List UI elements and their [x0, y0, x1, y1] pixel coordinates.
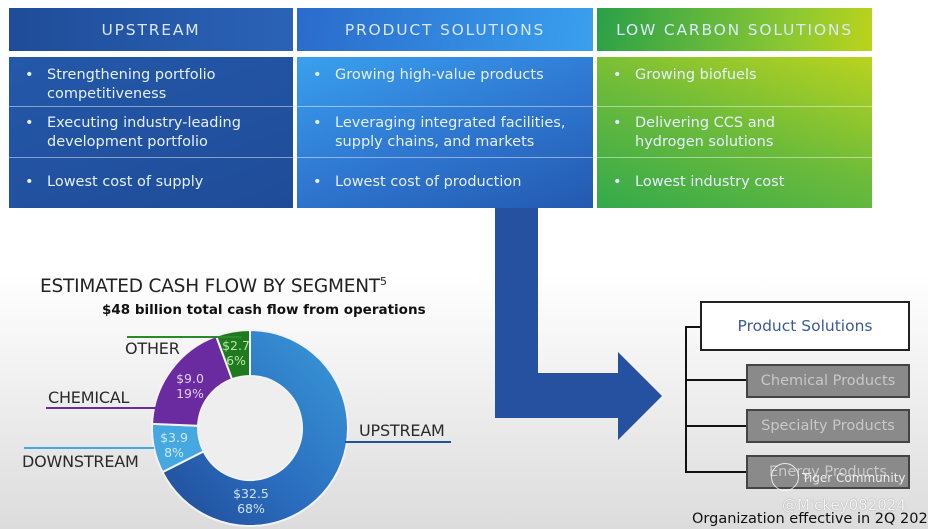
- row-divider: [9, 157, 872, 158]
- tiger-logo-icon: [771, 463, 799, 491]
- data-label-value: $9.0: [176, 371, 204, 386]
- pillar-header-label: UPSTREAM: [101, 20, 201, 39]
- bullet-text: Lowest industry cost: [635, 174, 785, 190]
- bullet-item: • Lowest cost of supply: [9, 173, 293, 192]
- bullet-icon: •: [313, 115, 322, 131]
- bullet-text: Executing industry-leading development p…: [47, 115, 241, 150]
- bullet-icon: •: [25, 115, 34, 131]
- pillar-header-upstream: UPSTREAM: [9, 8, 293, 51]
- bullet-text: Strengthening portfolio competitiveness: [47, 67, 216, 102]
- data-label-value: $32.5: [233, 486, 269, 501]
- org-connector-vertical: [685, 326, 687, 472]
- data-label-percent: 6%: [226, 353, 246, 368]
- bullet-item: • Strengthening portfolio competitiveness: [9, 66, 293, 104]
- data-label-value: $2.7: [222, 338, 250, 353]
- bullet-text: Lowest cost of supply: [47, 174, 204, 190]
- data-label-percent: 8%: [164, 445, 184, 460]
- bullet-icon: •: [613, 174, 622, 190]
- pillar-header-product-solutions: PRODUCT SOLUTIONS: [297, 8, 593, 51]
- org-connector: [685, 425, 747, 427]
- bullet-icon: •: [613, 67, 622, 83]
- pillar-header-low-carbon: LOW CARBON SOLUTIONS: [597, 8, 872, 51]
- bullet-icon: •: [25, 174, 34, 190]
- data-label-percent: 19%: [176, 386, 204, 401]
- footnote-marker: 5: [380, 275, 387, 288]
- bullet-item: • Leveraging integrated facilities, suppl…: [297, 114, 577, 152]
- donut-slice-other: [214, 328, 251, 381]
- pillar-header-label: PRODUCT SOLUTIONS: [344, 20, 546, 39]
- bullet-item: • Lowest cost of production: [297, 173, 593, 192]
- bullet-text: Lowest cost of production: [335, 174, 522, 190]
- bullet-text: Growing high-value products: [335, 67, 544, 83]
- org-connector: [685, 471, 747, 473]
- arrow-shape: [495, 208, 662, 440]
- segment-label-upstream: UPSTREAM: [359, 421, 445, 440]
- chart-title-text: ESTIMATED CASH FLOW BY SEGMENT: [40, 276, 381, 298]
- leader-line-other: [127, 336, 242, 338]
- donut-slice-upstream: [161, 328, 349, 527]
- pillar-body-product-solutions: [297, 57, 593, 208]
- org-connector: [685, 379, 747, 381]
- bullet-icon: •: [313, 174, 322, 190]
- bullet-icon: •: [613, 115, 622, 131]
- bullet-icon: •: [313, 67, 322, 83]
- bullet-item: • Growing biofuels: [597, 66, 872, 85]
- donut-hole: [199, 377, 301, 479]
- watermark-handle: @Mickey082024: [782, 496, 906, 514]
- pillar-body-upstream: [9, 57, 293, 208]
- data-label-value: $3.9: [160, 430, 188, 445]
- leader-line-chemical: [46, 407, 158, 409]
- org-connector: [685, 326, 701, 328]
- pillar-header-label: LOW CARBON SOLUTIONS: [616, 20, 853, 39]
- org-footnote: Organization effective in 2Q 202: [692, 511, 928, 527]
- data-label-percent: 68%: [237, 501, 265, 516]
- org-node-chemical-products: Chemical Products: [746, 364, 910, 398]
- segment-label-other: OTHER: [125, 339, 180, 358]
- segment-label-chemical: CHEMICAL: [48, 388, 130, 407]
- bullet-item: • Delivering CCS and hydrogen solutions: [597, 114, 797, 152]
- leader-line-downstream: [24, 447, 154, 449]
- bullet-item: • Growing high-value products: [297, 66, 593, 85]
- bullet-icon: •: [25, 67, 34, 83]
- org-node-product-solutions: Product Solutions: [700, 301, 910, 351]
- leader-line-upstream: [345, 441, 451, 443]
- row-divider: [9, 106, 872, 107]
- segment-label-downstream: DOWNSTREAM: [22, 452, 139, 471]
- watermark-brand: Tiger Community: [802, 471, 906, 485]
- bullet-text: Growing biofuels: [635, 67, 757, 83]
- bullet-text: Leveraging integrated facilities, supply…: [335, 115, 566, 150]
- bullet-text: Delivering CCS and hydrogen solutions: [635, 115, 775, 150]
- pillar-body-low-carbon: [597, 57, 872, 208]
- chart-title: ESTIMATED CASH FLOW BY SEGMENT5: [40, 275, 387, 297]
- bullet-item: • Lowest industry cost: [597, 173, 872, 192]
- bullet-item: • Executing industry-leading development …: [9, 114, 293, 152]
- org-node-specialty-products: Specialty Products: [746, 409, 910, 443]
- chart-subtitle: $48 billion total cash flow from operati…: [102, 302, 426, 318]
